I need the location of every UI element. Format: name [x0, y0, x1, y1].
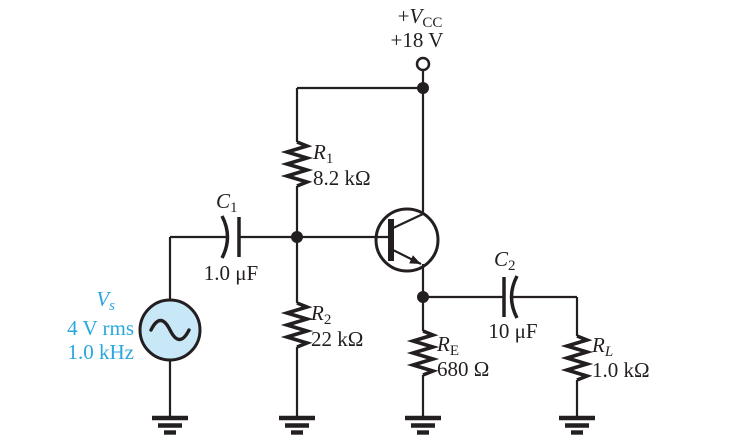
resistor-zigzag-icon — [406, 329, 440, 377]
sine-wave-icon — [149, 318, 191, 342]
power-supply: +VCC +18 V — [297, 4, 443, 94]
c2-label: C2 — [494, 247, 516, 274]
resistor-r2: R2 22 kΩ — [280, 237, 363, 418]
emitter-node — [417, 291, 504, 303]
ground-symbol-re — [405, 415, 441, 435]
rl-label: RL — [591, 333, 613, 360]
c1-value: 1.0 μF — [204, 261, 258, 285]
vcc-label: +VCC — [398, 4, 443, 31]
capacitor-c1: C1 1.0 μF — [170, 189, 258, 285]
transistor-circle-icon — [374, 207, 440, 273]
collector-lead — [390, 213, 424, 230]
capacitor-c2: C2 10 μF — [488, 247, 577, 343]
resistor-zigzag-icon — [280, 301, 314, 349]
ground-symbol-r2 — [279, 415, 315, 435]
base-node — [239, 231, 389, 243]
c2-value: 10 μF — [488, 319, 537, 343]
supply-terminal-icon — [415, 56, 431, 72]
signal-source-vs: Vs 4 V rms 1.0 kHz — [67, 237, 202, 418]
r2-label: R2 — [310, 301, 331, 328]
ground-symbol-source — [152, 415, 188, 435]
re-value: 680 Ω — [437, 357, 489, 381]
resistor-zigzag-icon — [560, 334, 594, 382]
c1-label: C1 — [216, 189, 238, 216]
vs-frequency-value: 1.0 kHz — [68, 340, 135, 364]
r1-label: R1 — [312, 140, 333, 167]
r1-value: 8.2 kΩ — [313, 166, 371, 190]
re-label: RE — [436, 332, 459, 359]
vcc-voltage: +18 V — [391, 28, 444, 52]
r2-value: 22 kΩ — [311, 327, 363, 351]
ground-symbol-rl — [559, 415, 595, 435]
transistor — [374, 88, 440, 297]
resistor-re: RE 680 Ω — [406, 297, 489, 418]
vs-label: Vs — [96, 287, 115, 314]
resistor-rl: RL 1.0 kΩ — [560, 297, 650, 418]
resistor-r1: R1 8.2 kΩ — [280, 88, 371, 237]
capacitor-curved-plate-icon — [220, 215, 230, 259]
rl-value: 1.0 kΩ — [592, 358, 650, 382]
emitter-arrow-icon — [409, 255, 421, 264]
resistor-zigzag-icon — [280, 140, 314, 188]
vs-rms-value: 4 V rms — [67, 316, 134, 340]
